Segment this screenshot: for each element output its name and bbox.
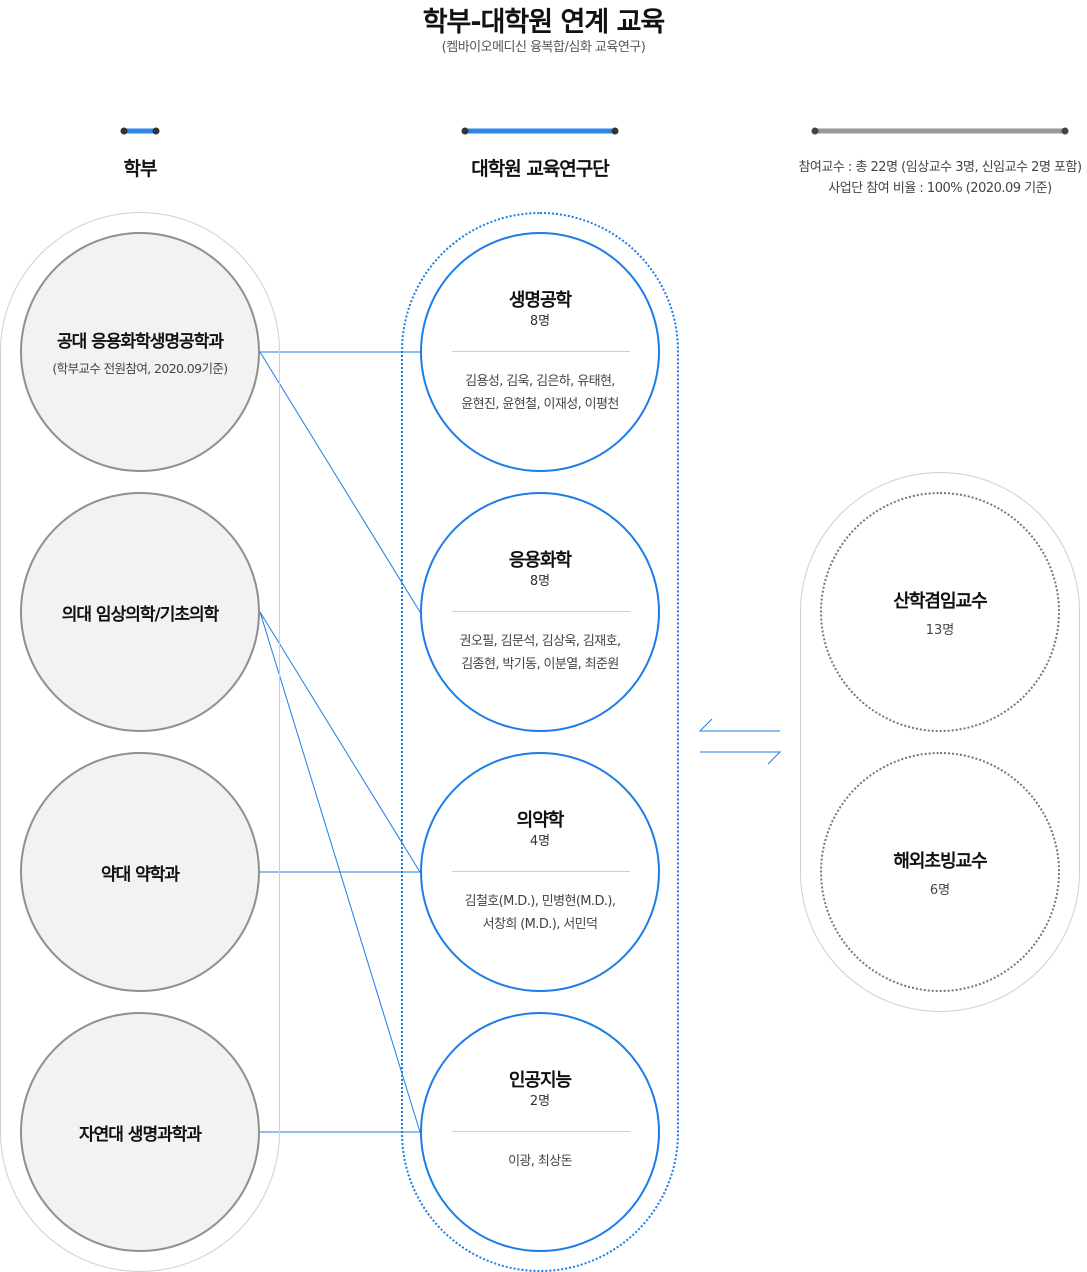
dept-name: 자연대 생명과학과 [78,1124,202,1145]
header-bar-undergrad [120,127,160,135]
diagram-title: 학부-대학원 연계 교육 [422,7,666,38]
grad-name: 생명공학 [508,290,572,311]
header-bar-graduate [461,127,619,135]
adjunct-count: 13명 [925,622,955,638]
link-line [259,611,421,873]
grad-members: 김용성, 김욱, 김은하, 유태현, 윤현진, 윤현철, 이재성, 이평천 [442,370,638,416]
members-line: 김종현, 박기동, 이분열, 최준원 [461,657,619,672]
column-header-graduate: 대학원 교육연구단 [471,158,609,180]
column-header-undergrad: 학부 [123,158,158,180]
grad-count: 2명 [529,1094,551,1109]
dept-medicine-circle: 의대 임상의학/기초의학 [20,492,260,732]
diagram-subtitle: (켐바이오메디신 융복합/심화 교육연구) [441,40,646,55]
dept-bioscience-circle: 자연대 생명과학과 [20,1012,260,1252]
grad-members: 김철호(M.D.), 민병현(M.D.), 서창희 (M.D.), 서민덕 [442,890,638,936]
adjunct-count: 6명 [929,882,951,898]
members-line: 이광, 최상돈 [508,1154,572,1169]
grad-count: 8명 [529,314,551,329]
info-line-ratio: 사업단 참여 비율 : 100% (2020.09 기준) [828,181,1052,196]
grad-divider [452,1131,630,1132]
grad-divider [452,871,630,872]
dept-engineering-circle: 공대 응용화학생명공학과 (학부교수 전원참여, 2020.09기준) [20,232,260,472]
dept-note: (학부교수 전원참여, 2020.09기준) [52,361,228,376]
members-line: 서창희 (M.D.), 서민덕 [482,917,598,932]
dept-name: 의대 임상의학/기초의학 [61,604,220,625]
header-bar-info [811,127,1069,135]
grad-divider [452,611,630,612]
grad-medpharm-circle: 의약학 4명 김철호(M.D.), 민병현(M.D.), 서창희 (M.D.),… [420,752,660,992]
adjunct-group-container [800,472,1080,1012]
grad-members: 이광, 최상돈 [442,1150,638,1173]
grad-ai-circle: 인공지능 2명 이광, 최상돈 [420,1012,660,1252]
graduate-group-container [401,212,679,1272]
info-line-total: 참여교수 : 총 22명 (임상교수 3명, 신임교수 2명 포함) [798,160,1082,175]
members-line: 권오필, 김문석, 김상욱, 김재호, [459,634,621,649]
grad-name: 인공지능 [508,1070,572,1091]
grad-name: 응용화학 [508,550,572,571]
exchange-arrows-icon [698,718,782,765]
grad-divider [452,351,630,352]
adjunct-industry-circle: 산학겸임교수 13명 [820,492,1060,732]
dept-pharmacy-circle: 약대 약학과 [20,752,260,992]
grad-count: 8명 [529,574,551,589]
grad-biotech-circle: 생명공학 8명 김용성, 김욱, 김은하, 유태현, 윤현진, 윤현철, 이재성… [420,232,660,472]
participation-info: 참여교수 : 총 22명 (임상교수 3명, 신임교수 2명 포함) 사업단 참… [780,157,1087,199]
link-lines [259,351,421,1133]
adjunct-name: 산학겸임교수 [893,590,987,612]
adjunct-name: 해외초빙교수 [893,850,987,872]
grad-count: 4명 [529,834,551,849]
adjunct-overseas-circle: 해외초빙교수 6명 [820,752,1060,992]
grad-name: 의약학 [516,810,565,831]
grad-chemistry-circle: 응용화학 8명 권오필, 김문석, 김상욱, 김재호, 김종현, 박기동, 이분… [420,492,660,732]
dept-name: 공대 응용화학생명공학과 [57,332,224,352]
link-line [259,351,421,613]
members-line: 김용성, 김욱, 김은하, 유태현, [465,374,615,389]
members-line: 윤현진, 윤현철, 이재성, 이평천 [461,397,619,412]
dept-name: 약대 약학과 [100,864,180,885]
grad-members: 권오필, 김문석, 김상욱, 김재호, 김종현, 박기동, 이분열, 최준원 [442,630,638,676]
members-line: 김철호(M.D.), 민병현(M.D.), [464,894,616,909]
